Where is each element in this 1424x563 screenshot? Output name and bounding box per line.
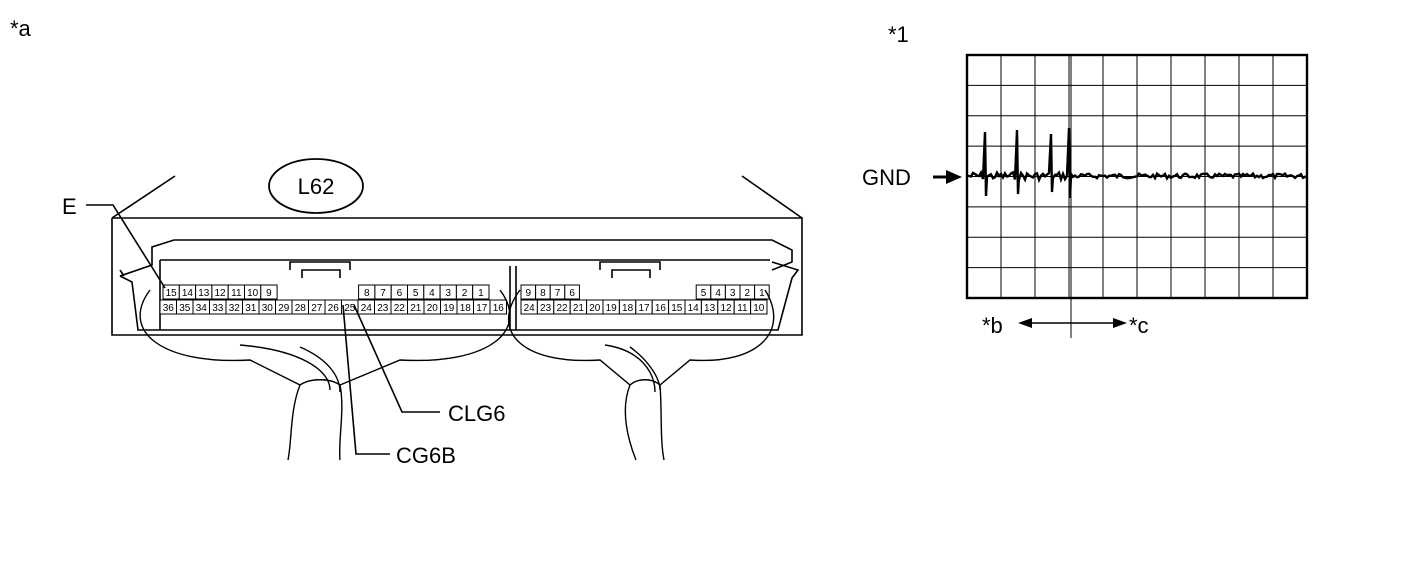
pin-number: 1 [759, 288, 765, 299]
pin-number: 20 [589, 303, 601, 314]
callout-1: *1 [888, 22, 909, 47]
pin-number: 12 [214, 288, 226, 299]
pin-number: 15 [671, 303, 683, 314]
pin-number: 36 [163, 303, 175, 314]
pin-number: 15 [166, 288, 178, 299]
gnd-label: GND [862, 165, 911, 190]
pin-cell [260, 284, 278, 300]
pin-cell [564, 284, 580, 300]
pin-number: 32 [229, 303, 241, 314]
waveform-trace [966, 127, 1308, 199]
label-cg6b: CG6B [396, 443, 456, 468]
pin-number: 19 [443, 303, 455, 314]
wire-harness [139, 289, 775, 461]
pin-number: 10 [753, 303, 765, 314]
pin-number: 34 [196, 303, 208, 314]
pin-number: 21 [410, 303, 422, 314]
pin-number: 29 [278, 303, 290, 314]
pin-number: 4 [429, 288, 435, 299]
pin-number: 14 [688, 303, 700, 314]
pin-number: 5 [701, 288, 707, 299]
pin-cell [472, 284, 490, 300]
pin-number: 24 [361, 303, 373, 314]
pin-number: 5 [413, 288, 419, 299]
pin-number: 2 [462, 288, 468, 299]
pin-number: 2 [745, 288, 751, 299]
ecu-housing [111, 175, 803, 336]
pin-number: 28 [295, 303, 307, 314]
time-arrow [1018, 318, 1127, 328]
pin-number: 14 [182, 288, 194, 299]
pin-number: 19 [606, 303, 618, 314]
pin-number: 11 [737, 303, 748, 314]
pin-number: 12 [720, 303, 732, 314]
pin-number: 1 [478, 288, 484, 299]
pin-number: 13 [704, 303, 716, 314]
pin-number: 18 [460, 303, 472, 314]
pin-number: 16 [493, 303, 505, 314]
pin-number: 7 [555, 288, 561, 299]
pin-number: 26 [328, 303, 340, 314]
pin-number: 30 [262, 303, 274, 314]
pin-number: 3 [730, 288, 736, 299]
pin-number: 10 [247, 288, 259, 299]
pin-number: 6 [569, 288, 575, 299]
pin-cell [750, 299, 768, 315]
pin-number: 23 [540, 303, 552, 314]
label-e: E [62, 194, 77, 219]
label-clg6: CLG6 [448, 401, 505, 426]
pin-number: 31 [245, 303, 257, 314]
leader-lines [86, 204, 440, 455]
pin-cell [489, 299, 507, 315]
pin-number: 21 [573, 303, 585, 314]
connector-body [119, 239, 800, 331]
pin-number: 24 [524, 303, 536, 314]
gnd-arrow [933, 170, 962, 184]
pin-number: 8 [364, 288, 370, 299]
pin-number: 22 [556, 303, 568, 314]
pin-number: 3 [445, 288, 451, 299]
callout-a: *a [10, 16, 32, 41]
pin-number: 11 [231, 288, 242, 299]
pin-number: 22 [394, 303, 406, 314]
pin-number: 9 [526, 288, 532, 299]
connector-name-badge: L62 [268, 158, 364, 214]
pin-number: 33 [212, 303, 224, 314]
connector-name: L62 [298, 174, 335, 199]
pin-cell [754, 284, 770, 300]
pin-number: 23 [377, 303, 389, 314]
callout-c: *c [1129, 313, 1149, 338]
pin-number: 35 [179, 303, 191, 314]
pin-number: 4 [715, 288, 721, 299]
pin-number: 9 [266, 288, 272, 299]
pin-number: 25 [344, 303, 356, 314]
pin-number: 7 [380, 288, 386, 299]
pin-number: 16 [655, 303, 667, 314]
pin-number: 27 [311, 303, 323, 314]
waveform-screen [965, 53, 1309, 338]
callout-b: *b [982, 313, 1003, 338]
pin-number: 17 [638, 303, 650, 314]
pin-number: 6 [397, 288, 403, 299]
pin-number: 8 [540, 288, 546, 299]
pin-number: 13 [198, 288, 210, 299]
pin-number: 17 [476, 303, 488, 314]
pin-number: 18 [622, 303, 634, 314]
pin-number: 20 [427, 303, 439, 314]
